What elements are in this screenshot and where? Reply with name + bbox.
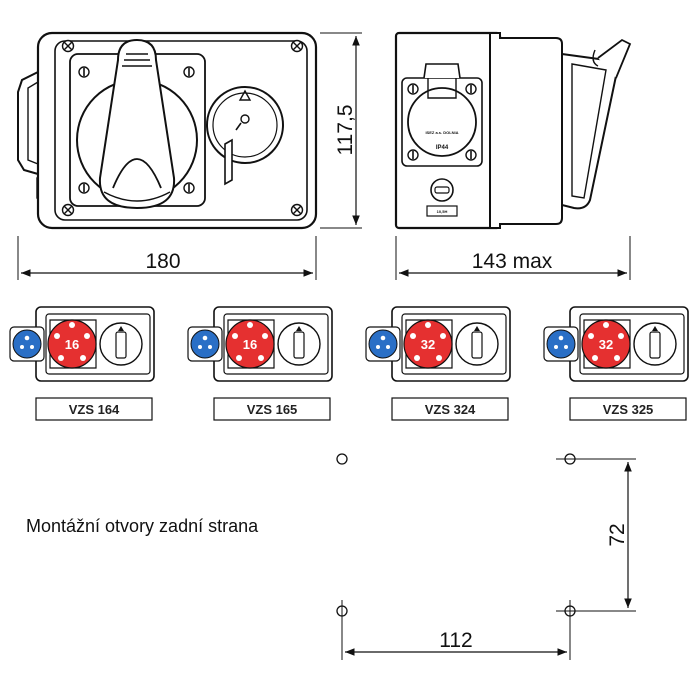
variant-code: VZS 325 — [603, 402, 654, 417]
screw-icon — [61, 39, 75, 53]
variant-vzs-164: 16 VZS 164 — [9, 306, 155, 421]
front-view — [17, 31, 318, 230]
slot-screw-icon — [465, 149, 477, 161]
switch-triangle-icon — [238, 89, 252, 101]
slot-screw-icon — [183, 182, 195, 194]
hole-horizontal-value: 112 — [439, 629, 472, 652]
slot-screw-icon — [78, 182, 90, 194]
side-view: ISEZ a.s. DOLNIA IP44 10,5H — [394, 31, 632, 230]
screw-icon — [290, 203, 304, 217]
socket-lid — [98, 38, 176, 210]
variant-rating: 32 — [599, 337, 613, 352]
mounting-note: Montážní otvory zadní strana — [26, 516, 259, 536]
variant-rating: 16 — [65, 337, 79, 352]
blue-socket-icon — [190, 329, 220, 359]
slot-screw-icon — [183, 66, 195, 78]
dimension-hole-vertical: 72 — [556, 458, 636, 612]
variant-vzs-324: 32 VZS 324 — [365, 306, 511, 421]
width-value: 180 — [145, 250, 180, 273]
dimension-depth: 143 max — [395, 236, 631, 280]
slot-screw-icon — [407, 83, 419, 95]
dimension-hole-horizontal: 112 — [341, 600, 571, 660]
rotary-switch — [206, 86, 284, 164]
variant-code: VZS 324 — [425, 402, 476, 417]
height-value: 117,5 — [334, 105, 357, 156]
variant-code: VZS 164 — [69, 402, 120, 417]
slot-screw-icon — [407, 149, 419, 161]
dimension-height: 117,5 — [320, 32, 362, 229]
slot-screw-icon — [78, 66, 90, 78]
variant-vzs-325: 32 VZS 325 — [543, 306, 689, 421]
side-body — [489, 32, 563, 229]
mounting-holes — [336, 453, 576, 617]
mounting-hole — [336, 453, 348, 465]
blue-socket-icon — [368, 329, 398, 359]
variant-code: VZS 165 — [247, 402, 298, 417]
variant-rating: 32 — [421, 337, 435, 352]
depth-value: 143 max — [472, 250, 553, 273]
blue-socket-icon — [546, 329, 576, 359]
ip-rating: IP44 — [436, 145, 449, 151]
dimension-width: 180 — [17, 236, 317, 280]
slot-screw-icon — [465, 83, 477, 95]
screw-icon — [290, 39, 304, 53]
variants-row: 16 VZS 164 16 VZS 165 — [9, 306, 689, 421]
side-plug-housing — [561, 52, 618, 210]
blue-socket-icon — [12, 329, 42, 359]
maker-mark: ISEZ a.s. DOLNIA — [425, 130, 458, 135]
variant-vzs-165: 16 VZS 165 — [187, 306, 333, 421]
screw-icon — [61, 203, 75, 217]
variant-rating: 16 — [243, 337, 257, 352]
hole-vertical-value: 72 — [606, 523, 629, 546]
fuse-label: 10,5H — [437, 209, 448, 214]
